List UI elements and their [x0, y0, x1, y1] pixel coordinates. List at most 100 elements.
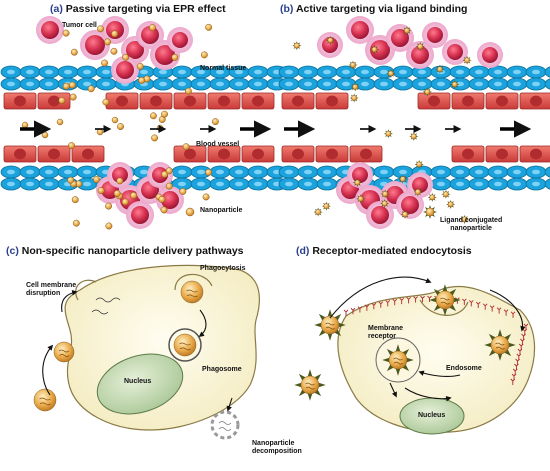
- nanoparticle: [116, 177, 124, 185]
- normal-tissue-cell: [190, 165, 212, 179]
- nanoparticle: [179, 187, 187, 195]
- vessel-wall-cell: [241, 92, 275, 110]
- receptor: [503, 309, 509, 316]
- ligand-nanoparticle: [350, 82, 360, 92]
- normal-tissue-cell: [316, 177, 338, 191]
- panel-c-tag: (c): [6, 245, 19, 257]
- ligand-nanoparticle: [462, 55, 472, 65]
- ligand-nanoparticle: [314, 309, 346, 341]
- nanoparticle: [158, 195, 166, 203]
- receptor: [489, 305, 495, 312]
- vessel-wall-cell: [417, 92, 451, 110]
- normal-tissue-cell: [506, 177, 528, 191]
- ligand-nanoparticle: [402, 26, 412, 36]
- tumor-cell: [477, 42, 503, 68]
- normal-tissue-cell: [487, 177, 509, 191]
- ligand-nanoparticle: [349, 93, 359, 103]
- normal-tissue-cell: [487, 65, 509, 79]
- nanoparticle: [67, 176, 75, 184]
- nanoparticle: [101, 59, 108, 67]
- membrane-receptor-line2: receptor: [368, 333, 397, 340]
- receptor: [406, 297, 411, 304]
- normal-tissue-cell: [76, 177, 98, 191]
- vessel-wall-cell: [71, 145, 105, 163]
- ligand-nanoparticle: [427, 192, 437, 202]
- receptor: [378, 301, 384, 308]
- receptor: [399, 297, 404, 305]
- vessel-wall-cell: [105, 92, 139, 110]
- nanoparticle: [200, 51, 208, 59]
- vessel-wall-cell: [207, 145, 241, 163]
- receptor: [512, 368, 518, 375]
- receptor: [518, 343, 524, 350]
- normal-tissue-cell: [38, 77, 60, 91]
- nanoparticle: [165, 182, 173, 190]
- vessel-wall-cell: [241, 145, 275, 163]
- panel-b-title: (b) Active targeting via ligand binding: [280, 3, 467, 15]
- normal-tissue-cell: [228, 65, 250, 79]
- nanoparticle: [156, 124, 164, 132]
- panel-d-title-text: Receptor-mediated endocytosis: [312, 245, 472, 257]
- normal-tissue-cell: [354, 65, 376, 79]
- receptor: [510, 378, 516, 385]
- normal-tissue-cell: [525, 177, 547, 191]
- nanoparticle: [70, 48, 78, 56]
- normal-tissue-cell: [0, 165, 22, 179]
- membrane-disruption-label: Cell membrane disruption: [26, 282, 76, 298]
- ligand-nanoparticle: [398, 174, 408, 184]
- tumor-cell-label: Tumor cell: [62, 22, 97, 29]
- normal-tissue-cell: [449, 177, 471, 191]
- nanoparticle: [97, 187, 105, 195]
- ligand-nanoparticle: [321, 201, 331, 211]
- nanoparticle: [41, 131, 49, 139]
- receptor: [371, 302, 377, 310]
- endosome-label: Endosome: [446, 365, 482, 372]
- normal-tissue-cell: [57, 165, 79, 179]
- normal-tissue-cell: [209, 177, 231, 191]
- nanoparticle: [211, 118, 219, 126]
- normal-tissue-cell: [411, 77, 433, 91]
- normal-tissue-cell: [278, 77, 300, 91]
- nanoparticle: [202, 193, 210, 201]
- ligand-label-line1: Ligand conjugated: [440, 217, 503, 224]
- ligand-nanoparticle: [348, 60, 358, 70]
- nanoparticle: [21, 121, 29, 129]
- tumor-cell: [167, 27, 193, 53]
- normal-tissue-cell: [171, 165, 193, 179]
- normal-tissue-cell: [171, 65, 193, 79]
- ligand-nanoparticle: [413, 187, 423, 197]
- membrane-receptor-label: Membrane receptor: [368, 325, 403, 341]
- ligand-nanoparticle: [380, 198, 390, 209]
- nucleus-c-label: Nucleus: [124, 378, 152, 385]
- normal-tissue-cell: [544, 78, 550, 90]
- normal-tissue-cell: [468, 65, 490, 79]
- tumor-cell: [406, 41, 434, 69]
- normal-tissue-cell: [0, 65, 22, 79]
- receptor: [420, 295, 425, 303]
- decomposition-label: Nanoparticle decomposition: [252, 440, 302, 456]
- ligand-nanoparticle: [484, 329, 516, 361]
- nanoparticle: [97, 25, 104, 33]
- ligand-nanoparticle: [415, 41, 425, 52]
- ligand-nanoparticle: [325, 35, 335, 45]
- nanoparticle: [96, 128, 104, 136]
- nanoparticle-cloud: [21, 23, 219, 230]
- normal-tissue-cell: [316, 165, 338, 179]
- membrane-disruption-line1: Cell membrane: [26, 282, 77, 289]
- pathway-arrows-c: [42, 290, 233, 412]
- ligand-nanoparticle: [409, 131, 419, 141]
- normal-tissue-cell: [468, 165, 490, 179]
- nanoparticle-decomposition: [210, 410, 240, 440]
- nucleus-c: [96, 353, 184, 415]
- nanoparticle: [138, 76, 146, 84]
- receptor: [523, 323, 529, 330]
- ligand-nanoparticle: [414, 159, 424, 169]
- normal-tissue-cell: [38, 177, 60, 191]
- receptor: [515, 358, 520, 365]
- normal-tissue-cell: [76, 65, 98, 79]
- normal-tissue-label: Normal tissue: [200, 65, 247, 72]
- panel-c-title-text: Non-specific nanoparticle delivery pathw…: [21, 245, 244, 257]
- normal-tissue-cell: [38, 165, 60, 179]
- panel-c-title: (c) Non-specific nanoparticle delivery p…: [6, 245, 244, 257]
- ligand-nanoparticle-cloud: [292, 26, 472, 224]
